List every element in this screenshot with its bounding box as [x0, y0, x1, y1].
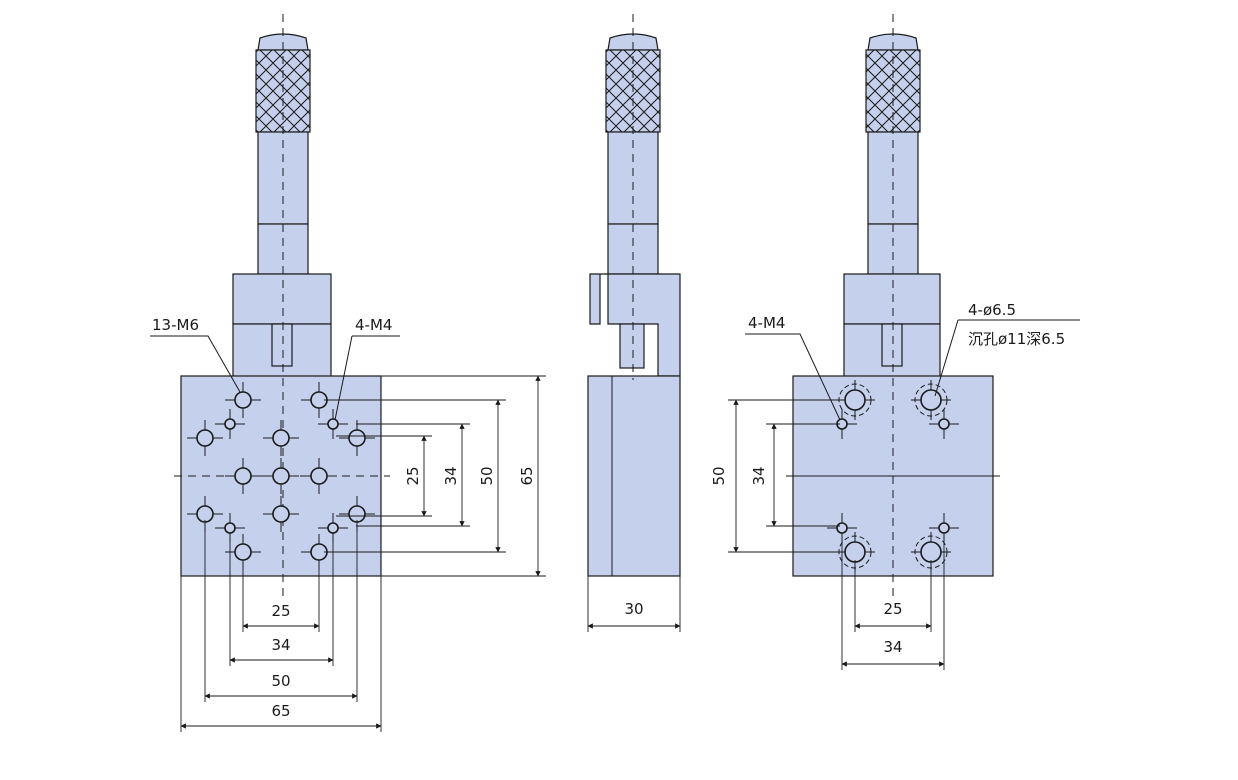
- label-4-d65: 4-ø6.5: [968, 301, 1016, 319]
- left-view: 13-M6 4-M4 25 34 50 65 25: [150, 14, 546, 732]
- left-hole-group: [187, 382, 375, 570]
- micrometer-right: [843, 33, 941, 378]
- m6-hole: [339, 420, 375, 456]
- dim-right-h-34: 34: [883, 638, 902, 656]
- m6-hole: [225, 458, 261, 494]
- left-vertical-dims: 25 34 50 65: [324, 375, 546, 577]
- dim-left-h-65: 65: [271, 702, 290, 720]
- dim-left-v-25: 25: [404, 466, 422, 485]
- dim-left-v-34: 34: [442, 466, 460, 485]
- m6-hole: [301, 382, 337, 418]
- m6-hole: [301, 458, 337, 494]
- label-4-m4-left: 4-M4: [355, 316, 392, 334]
- dim-left-h-34: 34: [271, 636, 290, 654]
- m6-hole: [187, 420, 223, 456]
- side-dims: 30: [587, 576, 681, 632]
- m6-hole: [263, 458, 299, 494]
- right-view: 4-M4 4-ø6.5 沉孔ø11深6.5 50 34 25 34: [710, 14, 1080, 670]
- side-bracket: [589, 273, 681, 377]
- left-horizontal-dims: 25 34 50 65: [180, 520, 382, 732]
- counterbore-hole: [911, 380, 951, 420]
- m4-hole: [318, 513, 348, 543]
- dim-side-30: 30: [624, 600, 643, 618]
- side-view: 30: [587, 14, 681, 632]
- dim-left-h-25: 25: [271, 602, 290, 620]
- dim-right-h-25: 25: [883, 600, 902, 618]
- dim-right-v-34: 34: [750, 466, 768, 485]
- m6-hole: [263, 496, 299, 532]
- m6-hole: [225, 382, 261, 418]
- dim-left-h-50: 50: [271, 672, 290, 690]
- m4-hole: [215, 513, 245, 543]
- m4-hole: [318, 409, 348, 439]
- counterbore-hole: [835, 380, 875, 420]
- label-counterbore: 沉孔ø11深6.5: [968, 330, 1065, 348]
- micrometer-left: [232, 33, 332, 378]
- right-horizontal-dims: 25 34: [841, 534, 945, 670]
- dim-right-v-50: 50: [710, 466, 728, 485]
- label-4-m4-right: 4-M4: [748, 314, 785, 332]
- label-13-m6: 13-M6: [152, 316, 199, 334]
- m4-hole: [827, 513, 857, 543]
- right-vertical-dims: 50 34: [710, 399, 840, 553]
- m4-hole: [215, 409, 245, 439]
- m6-hole: [263, 420, 299, 456]
- side-base: [587, 375, 681, 577]
- dim-left-v-65: 65: [518, 466, 536, 485]
- dim-left-v-50: 50: [478, 466, 496, 485]
- m4-hole: [929, 409, 959, 439]
